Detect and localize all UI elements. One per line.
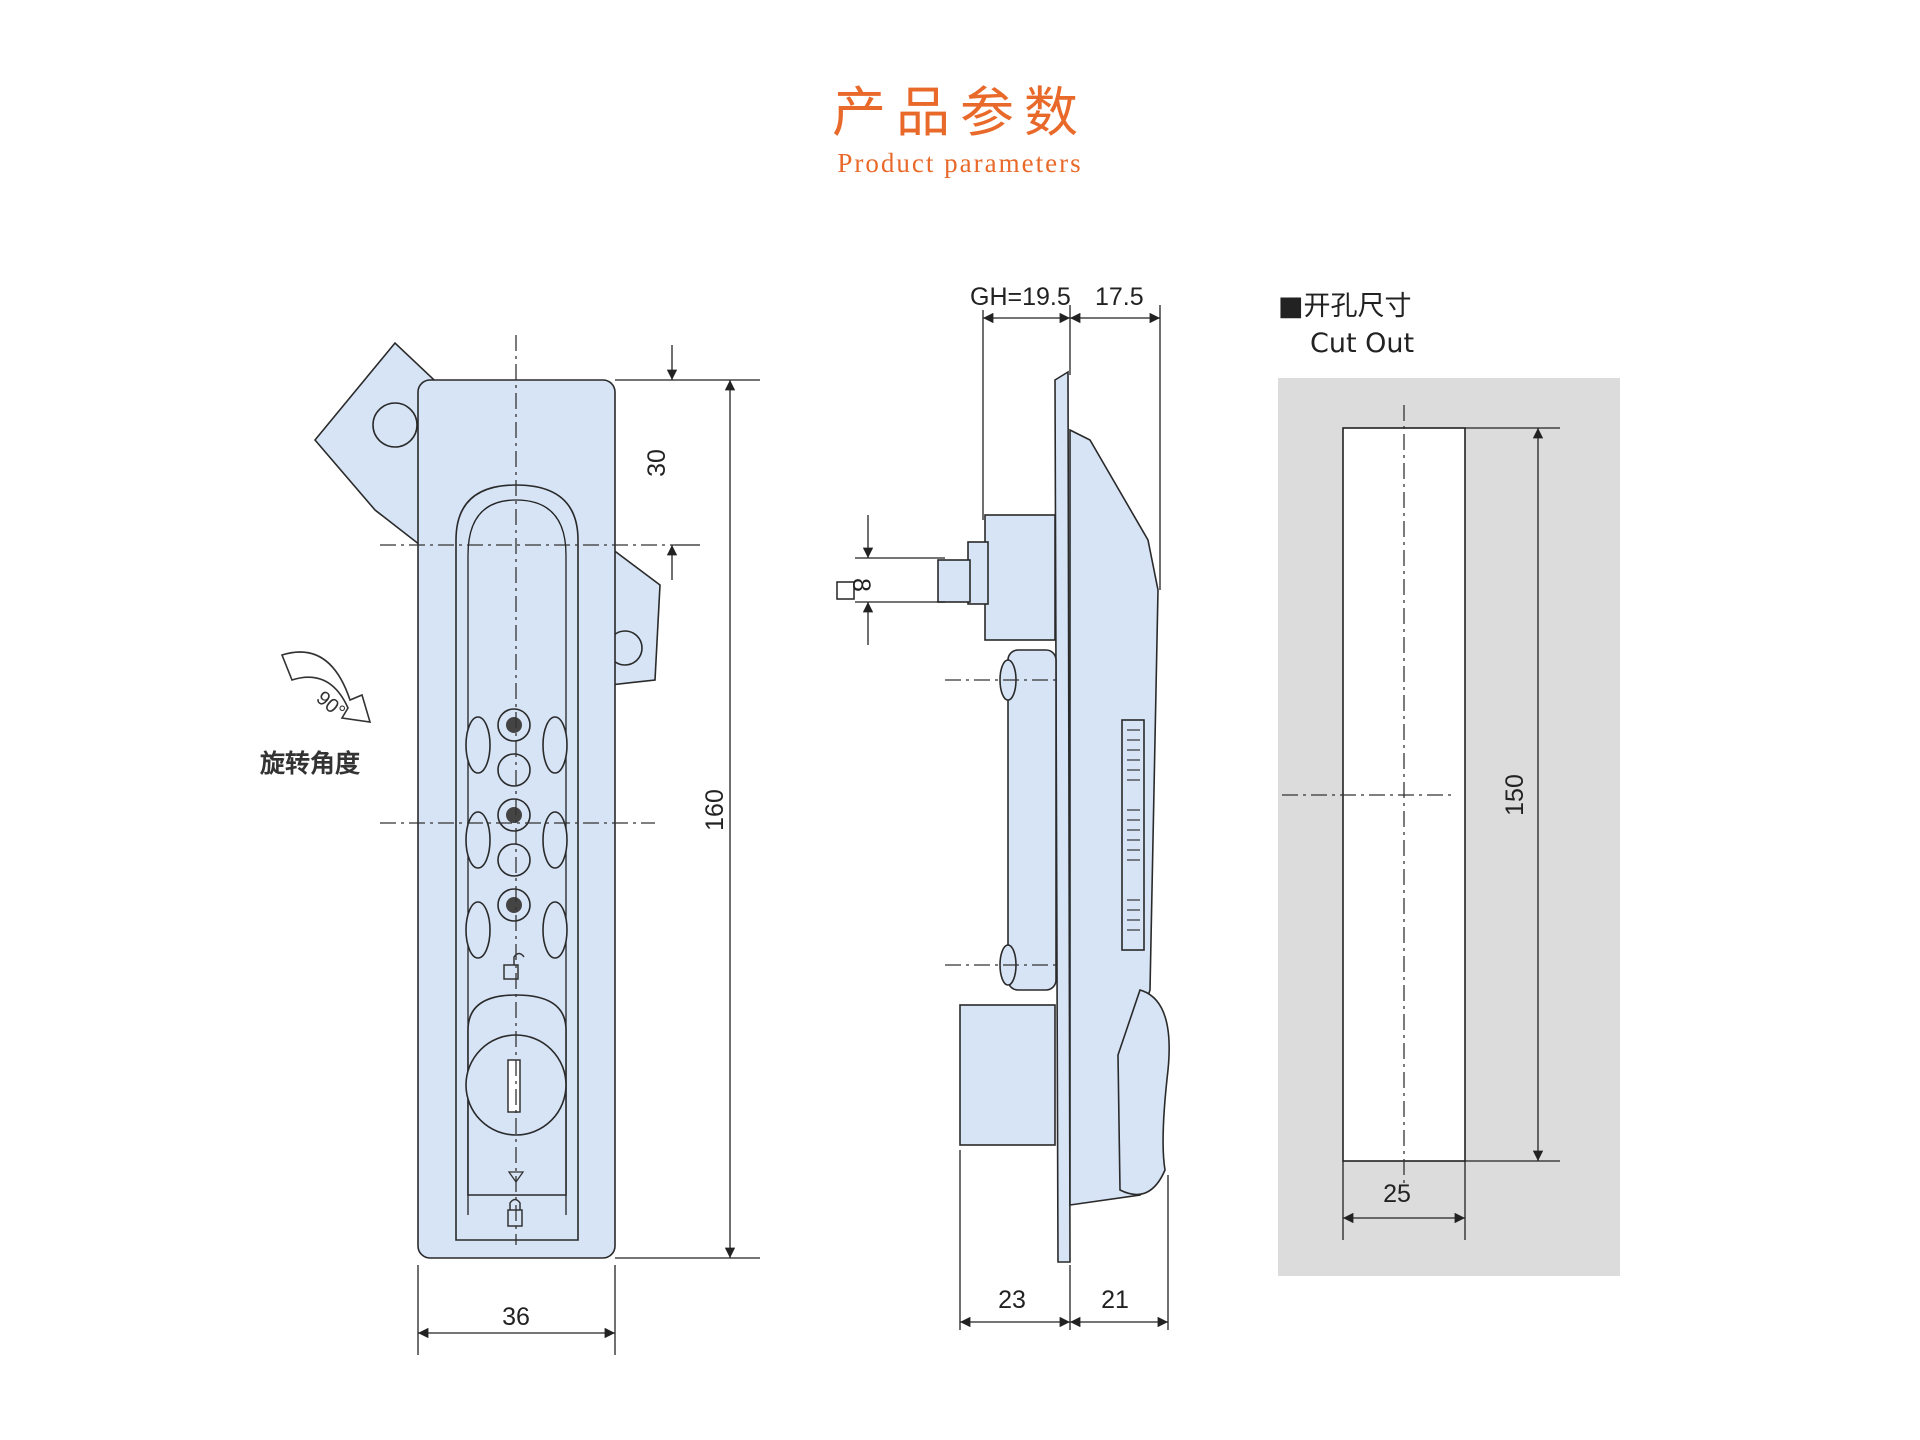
handle-inner-line	[467, 499, 567, 1215]
cutout-dim-height-label: 150	[1501, 774, 1529, 816]
dim-square-label: 8	[847, 578, 875, 592]
shaft-collar	[967, 541, 989, 605]
handle-strip	[1121, 719, 1145, 951]
dim-bottom-left-label: 23	[998, 1286, 1026, 1314]
rotation-arrow-icon	[280, 651, 372, 723]
keyhole-icon	[507, 1059, 521, 1113]
page-subtitle: Product parameters	[837, 148, 1083, 178]
dim-width-label: 36	[502, 1303, 530, 1331]
handle-teeth	[1127, 729, 1140, 931]
handle-grip	[1117, 989, 1170, 1196]
dim-height-label: 160	[701, 789, 729, 831]
dim-gh-label: GH=19.5	[970, 283, 1071, 311]
rear-cylinder	[959, 1004, 1056, 1146]
side-view: GH=19.5 17.5 8 23 21	[836, 283, 1170, 1330]
cutout-title-zh: ■开孔尺寸	[1278, 291, 1412, 322]
square-icon	[836, 581, 855, 600]
rear-cam-block	[984, 514, 1056, 641]
rear-body-upper	[1007, 649, 1057, 991]
square-shaft	[937, 559, 971, 603]
cutout-title-en: Cut Out	[1310, 328, 1414, 359]
cutout-view: ■开孔尺寸 Cut Out 150 25	[1278, 291, 1620, 1276]
latch-arm-hole	[372, 402, 418, 448]
unlock-icon	[503, 952, 525, 980]
dim-top-label: 30	[643, 449, 671, 477]
dim-bottom-right-label: 21	[1101, 1286, 1129, 1314]
cutout-dim-width-label: 25	[1383, 1180, 1411, 1208]
code-wheels	[465, 708, 568, 959]
page-title: 产品参数	[832, 81, 1088, 144]
panel-flange	[1054, 370, 1071, 1263]
triangle-marker-icon	[507, 1171, 525, 1184]
front-view: 30 160 36 90° 旋转角度	[260, 335, 760, 1355]
rotation-label: 旋转角度	[260, 749, 360, 778]
dim-top-right-label: 17.5	[1095, 283, 1144, 311]
lock-icon	[507, 1198, 523, 1227]
